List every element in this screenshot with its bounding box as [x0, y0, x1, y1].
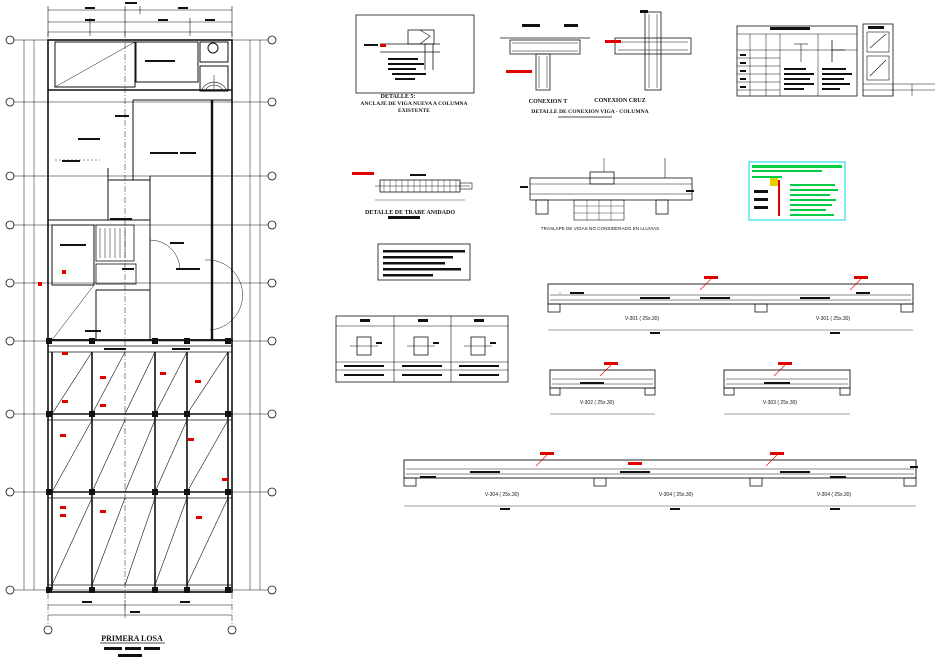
- beam-v301: [547, 276, 914, 334]
- connection-cross-caption: CONEXION CRUZ: [594, 98, 646, 104]
- anchorage-caption-3: EXISTENTE: [398, 108, 430, 114]
- beam-v302-label: V-302 ( 25x.30): [580, 400, 615, 406]
- column-sections-table: [335, 315, 509, 383]
- color-legend: [748, 161, 846, 221]
- schedule-table: [736, 23, 935, 97]
- beam-v301-label-a: V-301 ( 25x.30): [625, 316, 660, 322]
- notes-block: [377, 243, 471, 281]
- beam-v303-label: V-303 ( 25x.30): [763, 400, 798, 406]
- beam-v304-label-a: V-304 ( 25x.30): [485, 492, 520, 498]
- anchorage-caption-2: ANCLAJE DE VIGA NUEVA A COLUMNA: [360, 101, 467, 107]
- connection-detail-title: DETALLE DE CONEXION VIGA - COLUMNA: [531, 109, 648, 115]
- tie-detail: [352, 172, 473, 219]
- beam-v304: [403, 452, 918, 510]
- beam-v302: [549, 362, 656, 415]
- beam-v304-label-b: V-304 ( 25x.30): [659, 492, 694, 498]
- anchorage-detail: [355, 14, 475, 94]
- beam-v303: [723, 362, 851, 415]
- connection-t-caption: CONEXION T: [529, 99, 567, 105]
- beam-overlap-detail: [520, 158, 694, 221]
- beam-column-connection-detail: [500, 10, 692, 118]
- beam-v304-label-c: V-304 ( 25x.30): [817, 492, 852, 498]
- anchorage-caption-1: DETALLE 5:: [381, 94, 416, 100]
- tie-detail-caption: DETALLE DE TRABE ANIDADO: [365, 210, 455, 216]
- beam-v301-label-b: V-301 ( 25x.30): [816, 316, 851, 322]
- floor-plan: [5, 2, 277, 657]
- beam-overlap-caption: TRASLAPE DE VIGAS NO CONSIDERADO EN LLUV…: [541, 226, 659, 231]
- plan-title: PRIMERA LOSA: [101, 634, 163, 643]
